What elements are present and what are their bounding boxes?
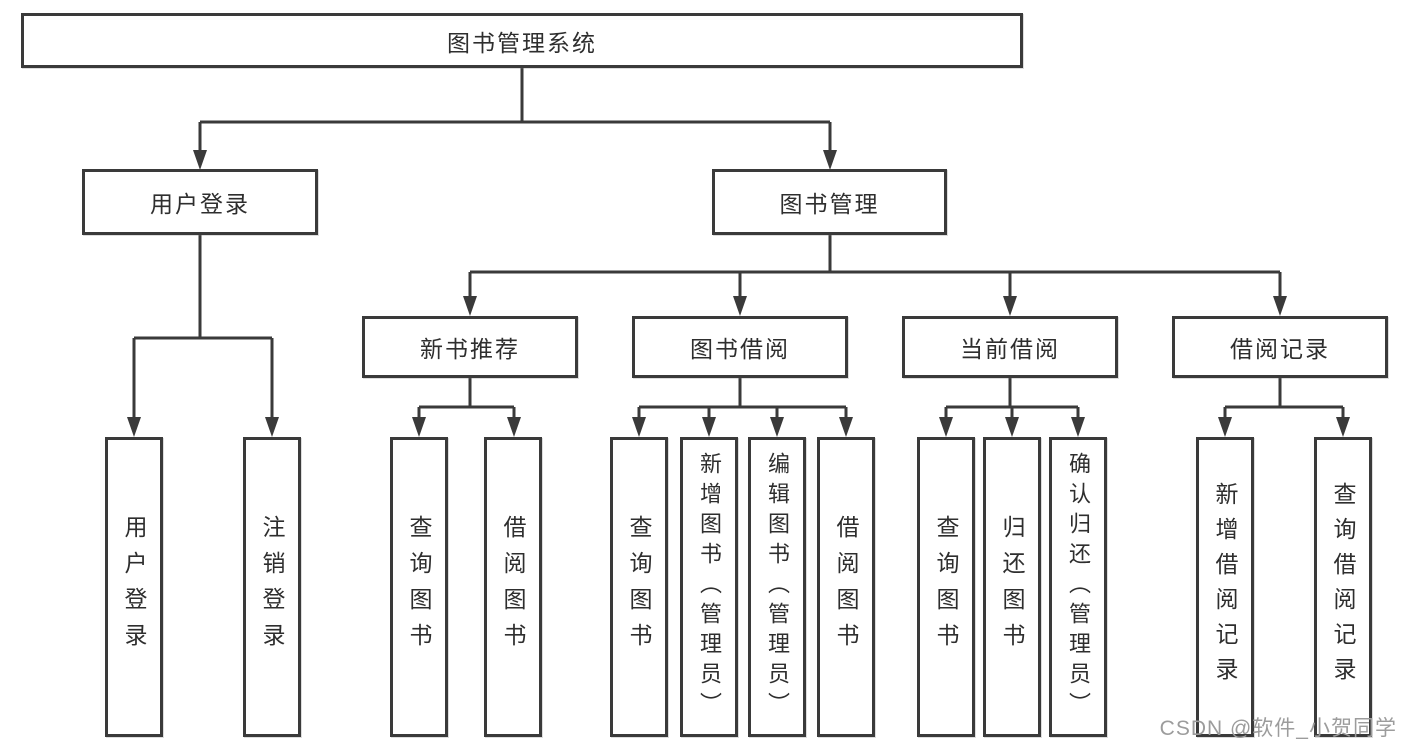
leaf-edit-book-admin: 编辑图书（管理员） <box>748 437 806 737</box>
node-book-management: 图书管理 <box>712 169 947 235</box>
leaf-query-book-current: 查询图书 <box>917 437 975 737</box>
leaf-add-book-admin: 新增图书（管理员） <box>680 437 738 737</box>
leaf-query-book-borrow: 查询图书 <box>610 437 668 737</box>
node-new-book-recommend: 新书推荐 <box>362 316 578 378</box>
leaf-borrow-book: 借阅图书 <box>817 437 875 737</box>
leaf-query-borrow-record: 查询借阅记录 <box>1314 437 1372 737</box>
leaf-user-login: 用户登录 <box>105 437 163 737</box>
node-book-borrow: 图书借阅 <box>632 316 848 378</box>
leaf-confirm-return-admin: 确认归还（管理员） <box>1049 437 1107 737</box>
leaf-logout: 注销登录 <box>243 437 301 737</box>
leaf-borrow-book-recommend: 借阅图书 <box>484 437 542 737</box>
node-user-login: 用户登录 <box>82 169 318 235</box>
node-root-system: 图书管理系统 <box>21 13 1023 68</box>
node-borrow-record: 借阅记录 <box>1172 316 1388 378</box>
leaf-query-book-recommend: 查询图书 <box>390 437 448 737</box>
csdn-watermark: CSDN @软件_小贺同学 <box>1159 717 1397 740</box>
node-current-borrow: 当前借阅 <box>902 316 1118 378</box>
leaf-add-borrow-record: 新增借阅记录 <box>1196 437 1254 737</box>
arrowheads <box>127 150 1350 437</box>
leaf-return-book: 归还图书 <box>983 437 1041 737</box>
